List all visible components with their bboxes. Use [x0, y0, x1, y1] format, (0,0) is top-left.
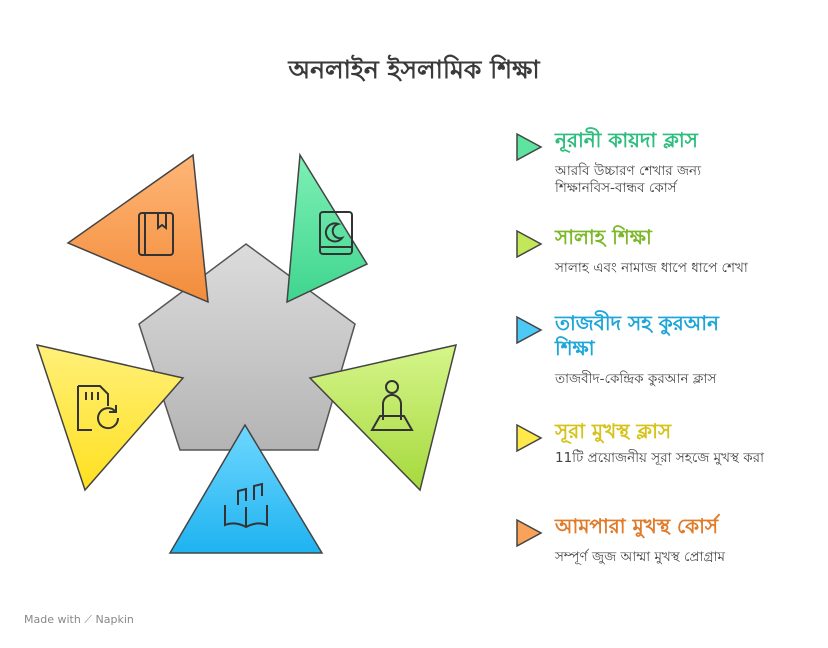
- page-title: অনলাইন ইসলামিক শিক্ষা: [288, 55, 540, 84]
- item-description: আরবি উচ্চারণ শেখার জন্য শিক্ষানবিস-বান্ধ…: [555, 163, 701, 196]
- triangle-marker-icon: [516, 518, 543, 548]
- bookmark-book-icon: [138, 212, 174, 256]
- triangle-marker-icon: [516, 132, 543, 162]
- triangle-marker-icon: [516, 315, 543, 345]
- item-heading: আমপারা মুখস্থ কোর্স: [555, 514, 719, 538]
- prayer-person-icon: [370, 380, 414, 431]
- item-description: তাজবীদ-কেন্দ্রিক কুরআন ক্লাস: [555, 371, 717, 387]
- item-heading: সূরা মুখস্থ ক্লাস: [555, 419, 672, 443]
- item-description: সালাহ এবং নামাজ ধাপে ধাপে শেখা: [555, 260, 748, 276]
- item-heading: তাজবীদ সহ কুরআন শিক্ষা: [555, 311, 719, 360]
- item-description: সম্পূর্ণ জুজ আম্মা মুখস্থ প্রোগ্রাম: [555, 549, 726, 565]
- music-book-icon: [224, 482, 268, 529]
- list-item-nurani: নূরানী কায়দা ক্লাস আরবি উচ্চারণ শেখার জ…: [515, 128, 805, 197]
- list-item-sura: সূরা মুখস্থ ক্লাস 11টি প্রয়োজনীয় সূরা …: [515, 419, 805, 467]
- triangle-marker-icon: [516, 229, 543, 259]
- list-item-salah: সালাহ শিক্ষা সালাহ এবং নামাজ ধাপে ধাপে শ…: [515, 225, 805, 277]
- item-description: 11টি প্রয়োজনীয় সূরা সহজে মুখস্থ করা: [555, 450, 765, 466]
- list-item-tajweed: তাজবীদ সহ কুরআন শিক্ষা তাজবীদ-কেন্দ্রিক …: [515, 311, 805, 388]
- triangle-marker-icon: [516, 423, 543, 453]
- quran-book-icon: [319, 211, 353, 255]
- list-item-amapara: আমপারা মুখস্থ কোর্স সম্পূর্ণ জুজ আম্মা ম…: [515, 514, 805, 566]
- item-heading: নূরানী কায়দা ক্লাস: [555, 128, 698, 152]
- item-heading: সালাহ শিক্ষা: [555, 225, 652, 249]
- triangle-yellow: [35, 343, 185, 492]
- memory-card-repeat-icon: [77, 385, 120, 431]
- napkin-footer[interactable]: Made with ⟋ Napkin: [24, 613, 134, 626]
